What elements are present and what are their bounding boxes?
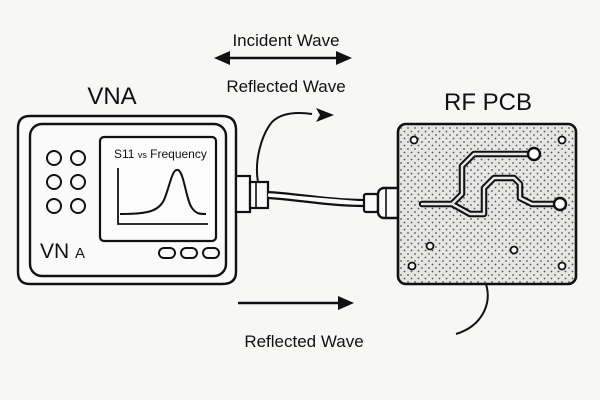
lead-arrow-icon	[316, 108, 334, 122]
s11-curve	[119, 168, 207, 215]
vna-button[interactable]	[70, 198, 86, 214]
rf-pcb-board	[396, 122, 578, 286]
vna-oval-button[interactable]	[180, 247, 198, 259]
vna-title: VNA	[87, 83, 136, 110]
vna-logo: VN A	[40, 240, 85, 263]
probe-lead	[256, 108, 334, 183]
screen-plot-axes	[117, 168, 208, 225]
screen-title-frequency: Frequency	[150, 147, 207, 161]
pcb-lead	[455, 283, 489, 335]
vna-connector	[234, 174, 270, 214]
pcb-hole	[509, 245, 519, 255]
screen-title-vs: vs	[138, 150, 148, 160]
vna-button-grid	[46, 150, 86, 214]
vna-device: S11 vs Frequency VN A	[16, 114, 238, 286]
pcb-hole	[407, 261, 417, 271]
screen-title-s11: S11	[114, 147, 135, 161]
vna-button[interactable]	[46, 174, 62, 190]
vna-button[interactable]	[70, 150, 86, 166]
pcb-hole	[409, 135, 419, 145]
pcb-hole	[557, 261, 567, 271]
pcb-title: RF PCB	[444, 89, 532, 116]
reflected-wave-top-label: Reflected Wave	[226, 77, 345, 96]
coax-cable	[267, 190, 365, 208]
incident-wave-label: Incident Wave	[232, 31, 339, 50]
pcb-pad	[526, 146, 542, 162]
vna-screen	[98, 135, 218, 243]
vna-button[interactable]	[46, 150, 62, 166]
pcb-hole	[557, 135, 567, 145]
incident-wave-arrow-icon	[214, 51, 352, 65]
pcb-hole	[425, 241, 435, 251]
vna-oval-button[interactable]	[202, 247, 220, 259]
vna-logo-main: VN	[40, 240, 69, 263]
screen-title: S11 vs Frequency	[114, 147, 207, 161]
vna-button[interactable]	[46, 198, 62, 214]
reflected-wave-bottom-label: Reflected Wave	[244, 332, 363, 351]
vna-button[interactable]	[70, 174, 86, 190]
vna-logo-small: A	[75, 245, 85, 262]
pcb-pad	[552, 196, 568, 212]
reflected-wave-bottom-arrow-icon	[238, 296, 354, 310]
vna-oval-button[interactable]	[158, 247, 176, 259]
